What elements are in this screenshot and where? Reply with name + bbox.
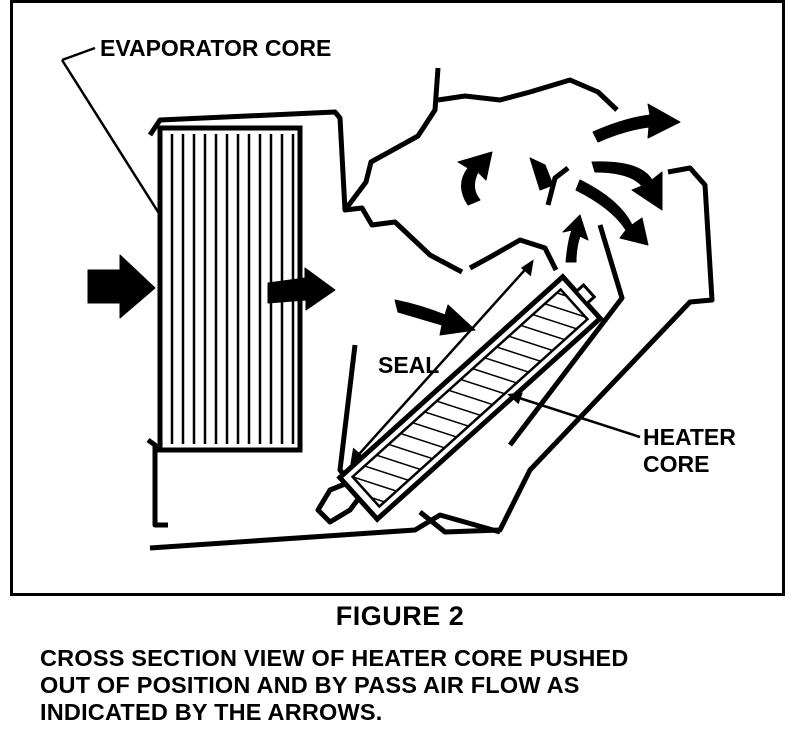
bypass-arrow [562, 214, 589, 263]
through-evaporator-arrow [267, 267, 336, 311]
caption-line-1: CROSS SECTION VIEW OF HEATER CORE PUSHED [40, 645, 629, 671]
evaporator-core-label: EVAPORATOR CORE [100, 35, 331, 61]
case-floor [146, 344, 501, 551]
figure-title: FIGURE 2 [335, 601, 465, 631]
caption-line-3: INDICATED BY THE ARROWS. [40, 699, 383, 725]
figure-caption: CROSS SECTION VIEW OF HEATER CORE PUSHED… [40, 645, 785, 726]
heater-core-label-line1: HEATER [643, 424, 736, 450]
upturn-arrow [457, 151, 493, 206]
upper-right-arrow [592, 103, 681, 143]
housing-outline [147, 67, 619, 275]
heater-core-label-line2: CORE [643, 451, 709, 477]
seal-label: SEAL [378, 352, 439, 378]
center-arrow [529, 157, 554, 191]
caption-line-2: OUT OF POSITION AND BY PASS AIR FLOW AS [40, 672, 580, 698]
diagram-frame [10, 0, 785, 596]
leader-lines [60, 46, 641, 465]
right-arrow-1 [591, 161, 663, 211]
heater-core [336, 273, 604, 523]
lower-arrow [394, 299, 476, 336]
right-arrow-2 [575, 179, 649, 246]
cross-section-diagram: EVAPORATOR CORE SEAL HEATER CORE [60, 35, 736, 551]
outer-wall [418, 165, 715, 535]
inlet-arrow [87, 254, 156, 319]
airflow-arrows [87, 103, 681, 336]
